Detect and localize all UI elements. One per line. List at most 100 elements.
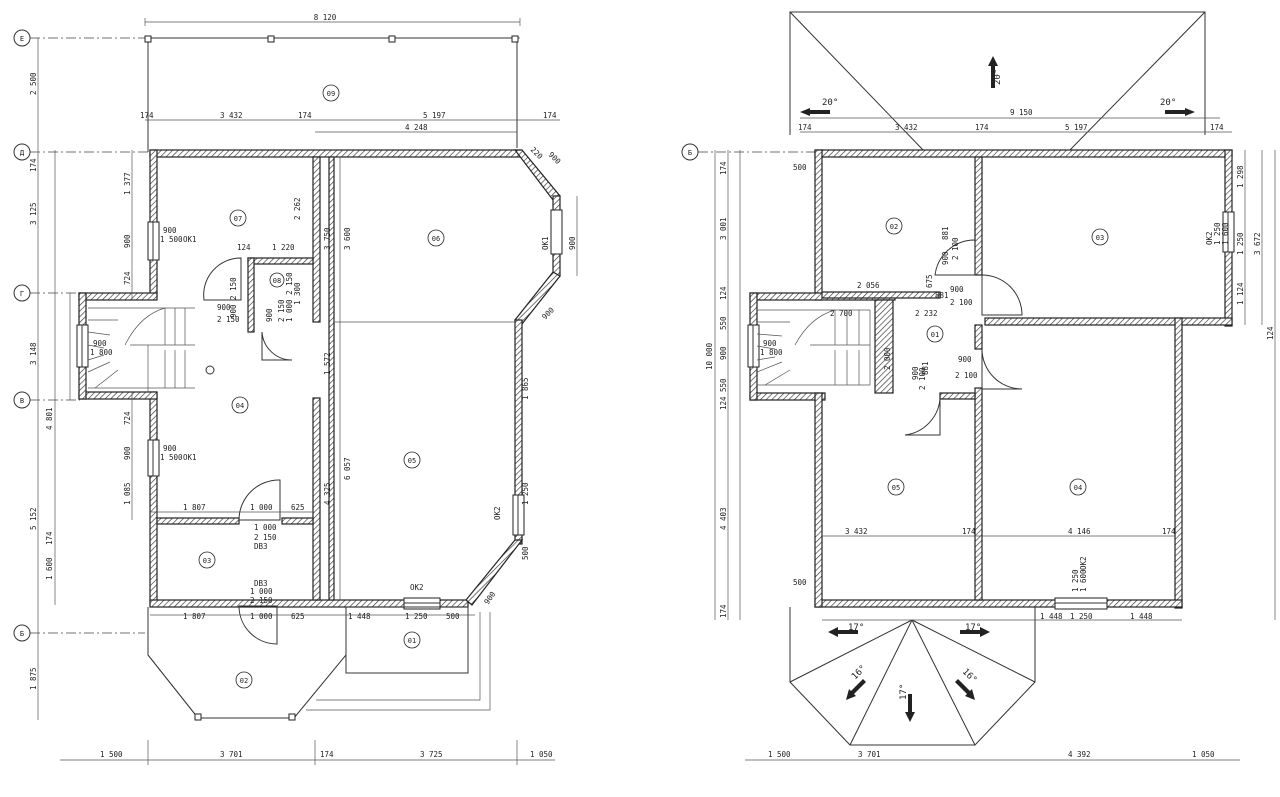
- r-dim-174a: 174: [798, 123, 812, 132]
- r-dim-174n: 174: [1162, 527, 1176, 536]
- win-label-c1: 900: [93, 339, 107, 348]
- dim-500c: 500: [521, 546, 530, 560]
- roof-angle-left: 20°: [822, 98, 838, 108]
- r-dim-124a: 124: [719, 286, 728, 300]
- r-dim-3432: 3 432: [895, 123, 918, 132]
- r-win-a2: 1 250: [1213, 222, 1222, 245]
- r-dim-2700: 2 700: [830, 309, 853, 318]
- r-win-b1: 1 250: [1071, 569, 1080, 592]
- win-label-a1: 900: [163, 226, 177, 235]
- axis-label-v: В: [20, 397, 24, 405]
- dim-220a: 220: [529, 145, 545, 161]
- dim-top-3432: 3 432: [220, 111, 243, 120]
- r-door-d2: 2 100: [918, 367, 927, 390]
- dim-left-900b: 900: [123, 446, 132, 460]
- roof-angle-porch-right: 17°: [965, 623, 981, 633]
- dim-1250c: 900: [568, 236, 577, 250]
- left-dimension-lines: [37, 18, 578, 765]
- r-room-01: 01: [931, 331, 939, 339]
- dim-left-2500: 2 500: [29, 72, 38, 95]
- dim-top-174b: 174: [298, 111, 312, 120]
- room-09: 09: [327, 90, 335, 98]
- door-label-d2: 1 000: [250, 587, 273, 596]
- door-label-a1: 900: [217, 303, 231, 312]
- win-label-f1: OK1: [541, 236, 550, 250]
- r-dim-174l: 174: [719, 161, 728, 175]
- dim-900d: 900: [547, 150, 563, 166]
- axis-label-g: Г: [20, 290, 24, 298]
- r-dim-174m: 174: [962, 527, 976, 536]
- room-03: 03: [203, 557, 211, 565]
- r-dim-675: 675: [925, 274, 934, 288]
- r-win-c1: 900: [763, 339, 777, 348]
- door-label-c3: DB3: [254, 542, 268, 551]
- right-axis-b: Б: [688, 149, 692, 157]
- left-room-labels: 09 07 06 08 04 05 03 02 01: [198, 84, 445, 689]
- dim-1250r: 1 250: [521, 482, 530, 505]
- r-room-04: 04: [1074, 484, 1082, 492]
- porch-outline: [147, 606, 491, 721]
- door-label-d3: 2 150: [250, 596, 273, 605]
- dim-left-724a: 724: [123, 271, 132, 285]
- r-door-c3: 881: [921, 361, 930, 375]
- r-dim-2232: 2 232: [915, 309, 938, 318]
- r-room-03: 03: [1096, 234, 1104, 242]
- r-door-b1: 881: [935, 291, 949, 300]
- win-label-d1: OK2: [493, 506, 502, 520]
- dim-bottom-1500: 1 500: [100, 750, 123, 759]
- dim-bottom-3725: 3 725: [420, 750, 443, 759]
- door-label-b3: 1 000 2 150: [285, 272, 294, 322]
- dim-1865: 1 865: [521, 377, 530, 400]
- dim-1220: 1 220: [272, 243, 295, 252]
- dim-3750: 3 750: [323, 227, 332, 250]
- r-win-c2: 1 800: [760, 348, 783, 357]
- left-windows: [76, 209, 563, 610]
- right-staircase: [756, 309, 871, 386]
- roof-angle-porch-left: 17°: [848, 623, 864, 633]
- r-dim-500b: 500: [793, 578, 807, 587]
- win-label-a2: 1 500: [160, 235, 183, 244]
- win-label-b1: 900: [163, 444, 177, 453]
- door-label-a2: 2 150: [217, 315, 240, 324]
- r-room-05: 05: [892, 484, 900, 492]
- dim-900e: 900: [540, 305, 556, 321]
- r-dim-2000: 2 000: [883, 347, 892, 370]
- door-label-a3: 900 2 150: [229, 277, 238, 318]
- door-label-d1: DB3: [254, 579, 268, 588]
- r-dim-1124: 1 124: [1236, 282, 1245, 305]
- r-dim-1448a: 1 448: [1040, 612, 1063, 621]
- roof-angle-porch-dl: 16°: [850, 664, 869, 683]
- r-door-a1: 881: [941, 226, 950, 240]
- right-floor-plan: 20° 20° 20° Б: [681, 11, 1276, 761]
- r-door-b2: 900: [950, 285, 964, 294]
- dim-left-3148: 3 148: [29, 342, 38, 365]
- roof-top: 20° 20° 20°: [789, 11, 1206, 153]
- r-door-c2: 2 100: [955, 371, 978, 380]
- dim-1000a: 1 000: [250, 503, 273, 512]
- dim-top-174a: 174: [140, 111, 154, 120]
- win-label-b2: 1 500: [160, 453, 183, 462]
- dim-900f: 900: [482, 589, 497, 606]
- r-dim-1298: 1 298: [1236, 165, 1245, 188]
- right-dimension-lines: [714, 117, 1276, 761]
- door-label-b1: 900: [265, 308, 274, 322]
- r-dim-b-1050: 1 050: [1192, 750, 1215, 759]
- dim-bottom-3701: 3 701: [220, 750, 243, 759]
- door-label-c2: 2 150: [254, 533, 277, 542]
- r-dim-550b: 550: [719, 378, 728, 392]
- dim-625a: 625: [291, 503, 305, 512]
- dim-left-1085: 1 085: [123, 482, 132, 505]
- right-opening-labels: 881 900 2 100 881 900 2 100 900 2 100 88…: [760, 222, 1230, 592]
- r-dim-500a: 500: [793, 163, 807, 172]
- dim-1572: 1 572: [323, 352, 332, 375]
- r-dim-b-3701: 3 701: [858, 750, 881, 759]
- roof-angle-porch-dr: 16°: [960, 667, 979, 686]
- left-opening-labels: 900 1 500 OK1 900 1 500 OK1 900 1 800 90…: [90, 226, 550, 605]
- dim-bottom-174: 174: [320, 750, 334, 759]
- dim-6057: 6 057: [343, 457, 352, 480]
- dim-1000b: 1 000: [250, 612, 273, 621]
- r-door-c1: 900: [958, 355, 972, 364]
- r-win-b2: 1 600: [1079, 569, 1088, 592]
- r-dim-4403: 4 403: [719, 507, 728, 530]
